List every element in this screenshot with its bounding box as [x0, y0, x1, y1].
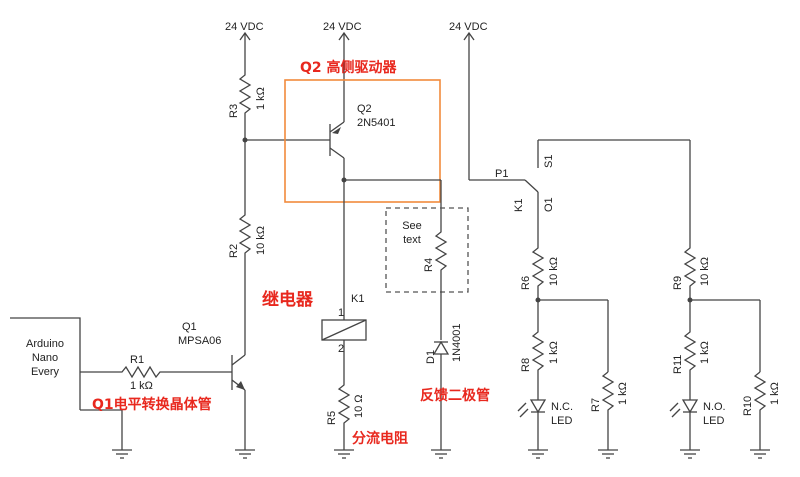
ground-symbol-led-no: [680, 449, 700, 459]
r4-ref: R4: [423, 258, 435, 272]
q2-part: 2N5401: [357, 117, 396, 129]
r10-ref: R10: [742, 396, 754, 416]
ground-symbol-d1: [431, 449, 451, 459]
supply-label-1: 24 VDC: [225, 21, 264, 33]
r10-resistor: [753, 371, 767, 450]
r6-resistor: [531, 243, 545, 300]
r8-ref: R8: [520, 358, 532, 372]
ground-symbol-r5: [334, 449, 354, 459]
led-nc-line2: LED: [551, 415, 572, 427]
d1-ref: D1: [425, 350, 437, 364]
ground-symbol-r7: [598, 449, 618, 459]
supply-arrow-2: [338, 31, 350, 110]
r6-value: 10 kΩ: [548, 257, 560, 286]
see-text-line1: See: [402, 220, 422, 232]
r11-resistor: [683, 300, 697, 395]
r8-value: 1 kΩ: [548, 341, 560, 364]
ground-symbol-r10: [750, 449, 770, 459]
r5-resistor: [337, 340, 351, 450]
relay-switch-blade: [524, 179, 539, 193]
annotation-q2-driver: Q2 高侧驱动器: [300, 59, 398, 76]
r2-ref: R2: [228, 244, 240, 258]
r5-ref: R5: [326, 411, 338, 425]
supply-arrow-1: [239, 31, 251, 50]
arduino-line3: Every: [31, 366, 60, 378]
supply-arrow-3: [463, 31, 475, 170]
arduino-line2: Nano: [32, 352, 58, 364]
r5-value: 10 Ω: [353, 394, 365, 418]
arduino-line1: Arduino: [26, 338, 64, 350]
switch-pin-o1: O1: [543, 197, 555, 212]
d1-diode: [432, 340, 450, 450]
arduino-block: [10, 317, 81, 410]
r11-value: 1 kΩ: [699, 341, 711, 364]
ground-symbol-led-nc: [528, 449, 548, 459]
d1-part: 1N4001: [451, 323, 463, 362]
annotation-shunt: 分流电阻: [352, 430, 408, 447]
r8-resistor: [531, 300, 545, 395]
q1-part: MPSA06: [178, 335, 221, 347]
see-text-line2: text: [403, 234, 421, 246]
led-no-line2: LED: [703, 415, 724, 427]
r9-value: 10 kΩ: [699, 257, 711, 286]
r2-resistor: [238, 140, 252, 355]
relay-pin2: 2: [338, 343, 344, 355]
r7-resistor: [601, 371, 615, 450]
ground-symbol-arduino: [112, 449, 132, 459]
r3-resistor: [238, 50, 252, 140]
q2-ref: Q2: [357, 103, 372, 115]
r1-resistor: [80, 365, 232, 379]
led-no-line1: N.O.: [703, 401, 726, 413]
r6-ref: R6: [520, 276, 532, 290]
r9-resistor: [683, 243, 697, 300]
led-no: [669, 395, 699, 450]
r1-ref: R1: [130, 354, 144, 366]
q2-transistor: [329, 110, 345, 180]
r10-value: 1 kΩ: [769, 382, 781, 405]
r1-value: 1 kΩ: [130, 380, 153, 392]
r9-ref: R9: [672, 276, 684, 290]
see-text-box: [385, 207, 469, 293]
annotation-q1-level: Q1电平转换晶体管: [92, 396, 212, 413]
r7-ref: R7: [590, 398, 602, 412]
relay-pin1: 1: [338, 307, 344, 319]
r2-value: 10 kΩ: [255, 226, 267, 255]
led-nc-line1: N.C.: [551, 401, 573, 413]
relay-ref: K1: [351, 293, 364, 305]
r4-resistor: [434, 225, 448, 340]
annotation-flyback: 反馈二极管: [420, 387, 490, 404]
q1-ref: Q1: [182, 321, 197, 333]
switch-ref: K1: [513, 199, 525, 212]
r3-ref: R3: [228, 104, 240, 118]
led-nc: [517, 395, 547, 450]
r11-ref: R11: [672, 355, 684, 374]
annotation-relay: 继电器: [262, 289, 314, 310]
supply-label-3: 24 VDC: [449, 21, 488, 33]
q2-highlight-box: [284, 79, 441, 203]
switch-pin-p1: P1: [495, 168, 508, 180]
r7-value: 1 kΩ: [617, 382, 629, 405]
switch-pin-s1: S1: [543, 155, 555, 168]
r3-value: 1 kΩ: [255, 87, 267, 110]
ground-symbol-q1: [235, 449, 255, 459]
q1-transistor: [231, 354, 246, 400]
supply-label-2: 24 VDC: [323, 21, 362, 33]
